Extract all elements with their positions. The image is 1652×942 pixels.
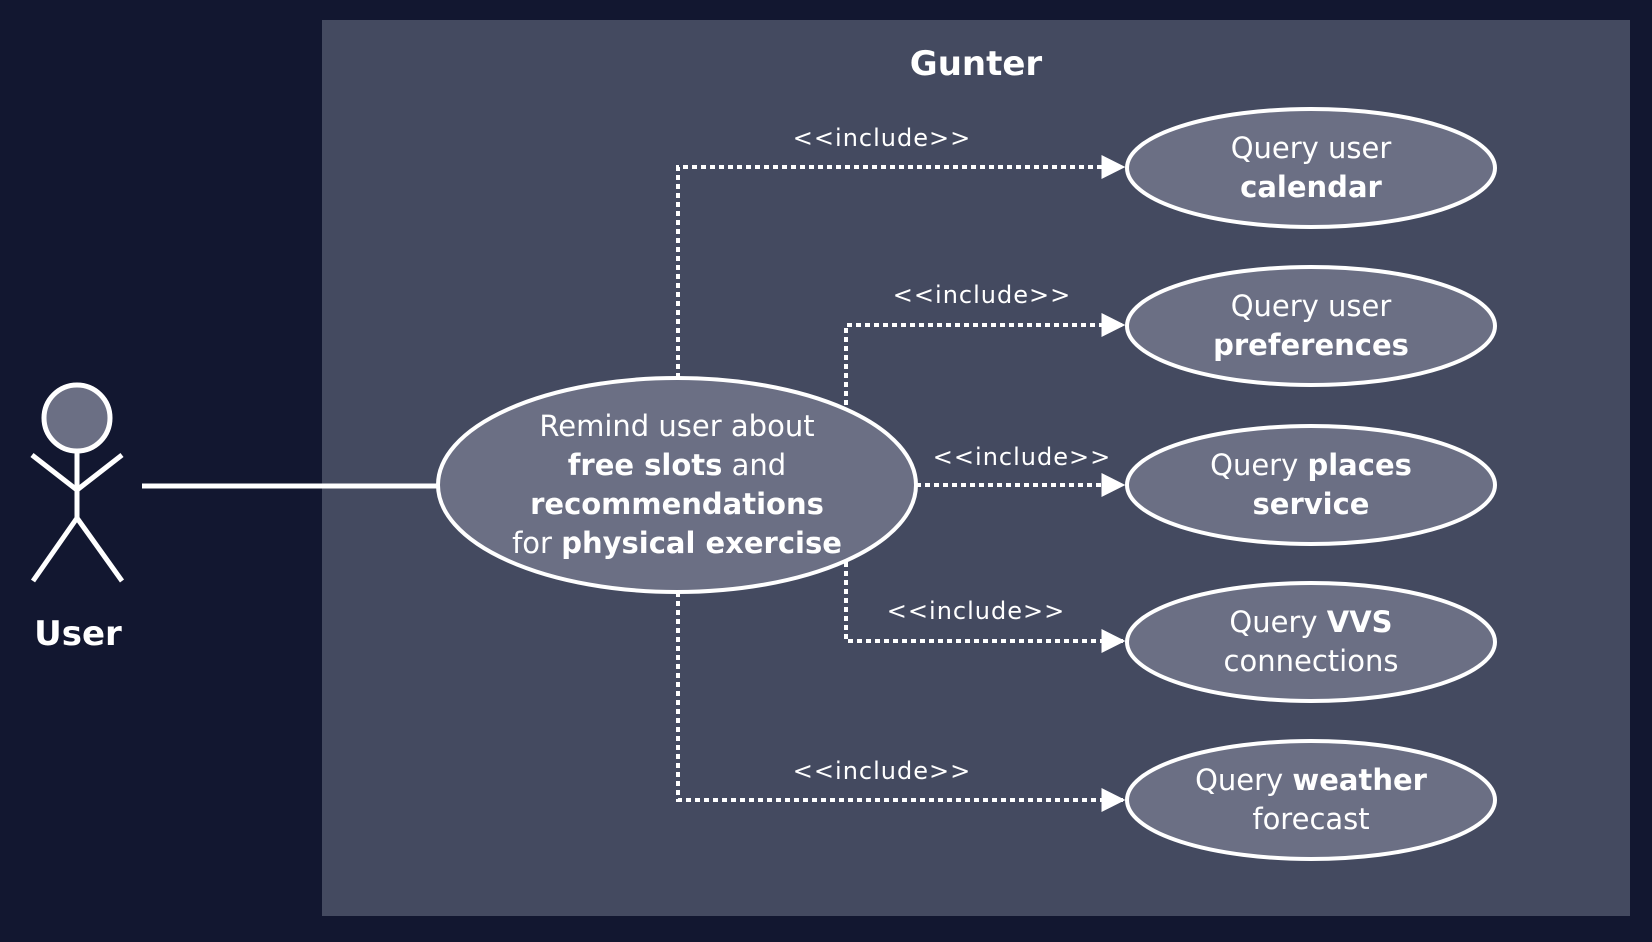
use-case-vvs-text: Query VVS connections <box>1223 605 1399 678</box>
include-label-weather: <<include>> <box>792 757 972 785</box>
include-line-vvs <box>844 562 1126 653</box>
use-case-preferences-ellipse[interactable] <box>1125 265 1497 387</box>
stick-figure-actor-icon <box>30 382 125 583</box>
include-line-calendar <box>676 155 1126 378</box>
use-case-calendar-ellipse[interactable] <box>1125 107 1497 229</box>
use-case-remind-ellipse[interactable] <box>436 376 918 594</box>
actor-label: User <box>34 614 122 654</box>
include-label-preferences: <<include>> <box>892 281 1072 309</box>
remind-line-2: free slots and <box>567 448 787 482</box>
use-case-remind-text: Remind user about free slots and recomme… <box>438 378 916 592</box>
use-case-preferences-text: Query user preferences <box>1213 289 1409 362</box>
remind-line-4: for physical exercise <box>512 526 842 560</box>
include-label-places: <<include>> <box>932 443 1112 471</box>
use-case-vvs-ellipse[interactable] <box>1125 581 1497 703</box>
use-case-weather-ellipse[interactable] <box>1125 739 1497 861</box>
system-title: Gunter <box>909 44 1043 84</box>
use-case-places-text: Query places service <box>1210 448 1412 521</box>
include-line-weather <box>676 592 1126 812</box>
remind-line-3: recommendations <box>530 487 824 521</box>
use-case-places-ellipse[interactable] <box>1125 424 1497 546</box>
include-label-vvs: <<include>> <box>886 597 1066 625</box>
include-line-preferences <box>844 313 1126 405</box>
use-case-calendar-text: Query user calendar <box>1230 131 1392 204</box>
include-label-calendar: <<include>> <box>792 124 972 152</box>
use-case-weather-text: Query weather forecast <box>1195 763 1427 836</box>
remind-line-1: Remind user about <box>539 409 815 443</box>
